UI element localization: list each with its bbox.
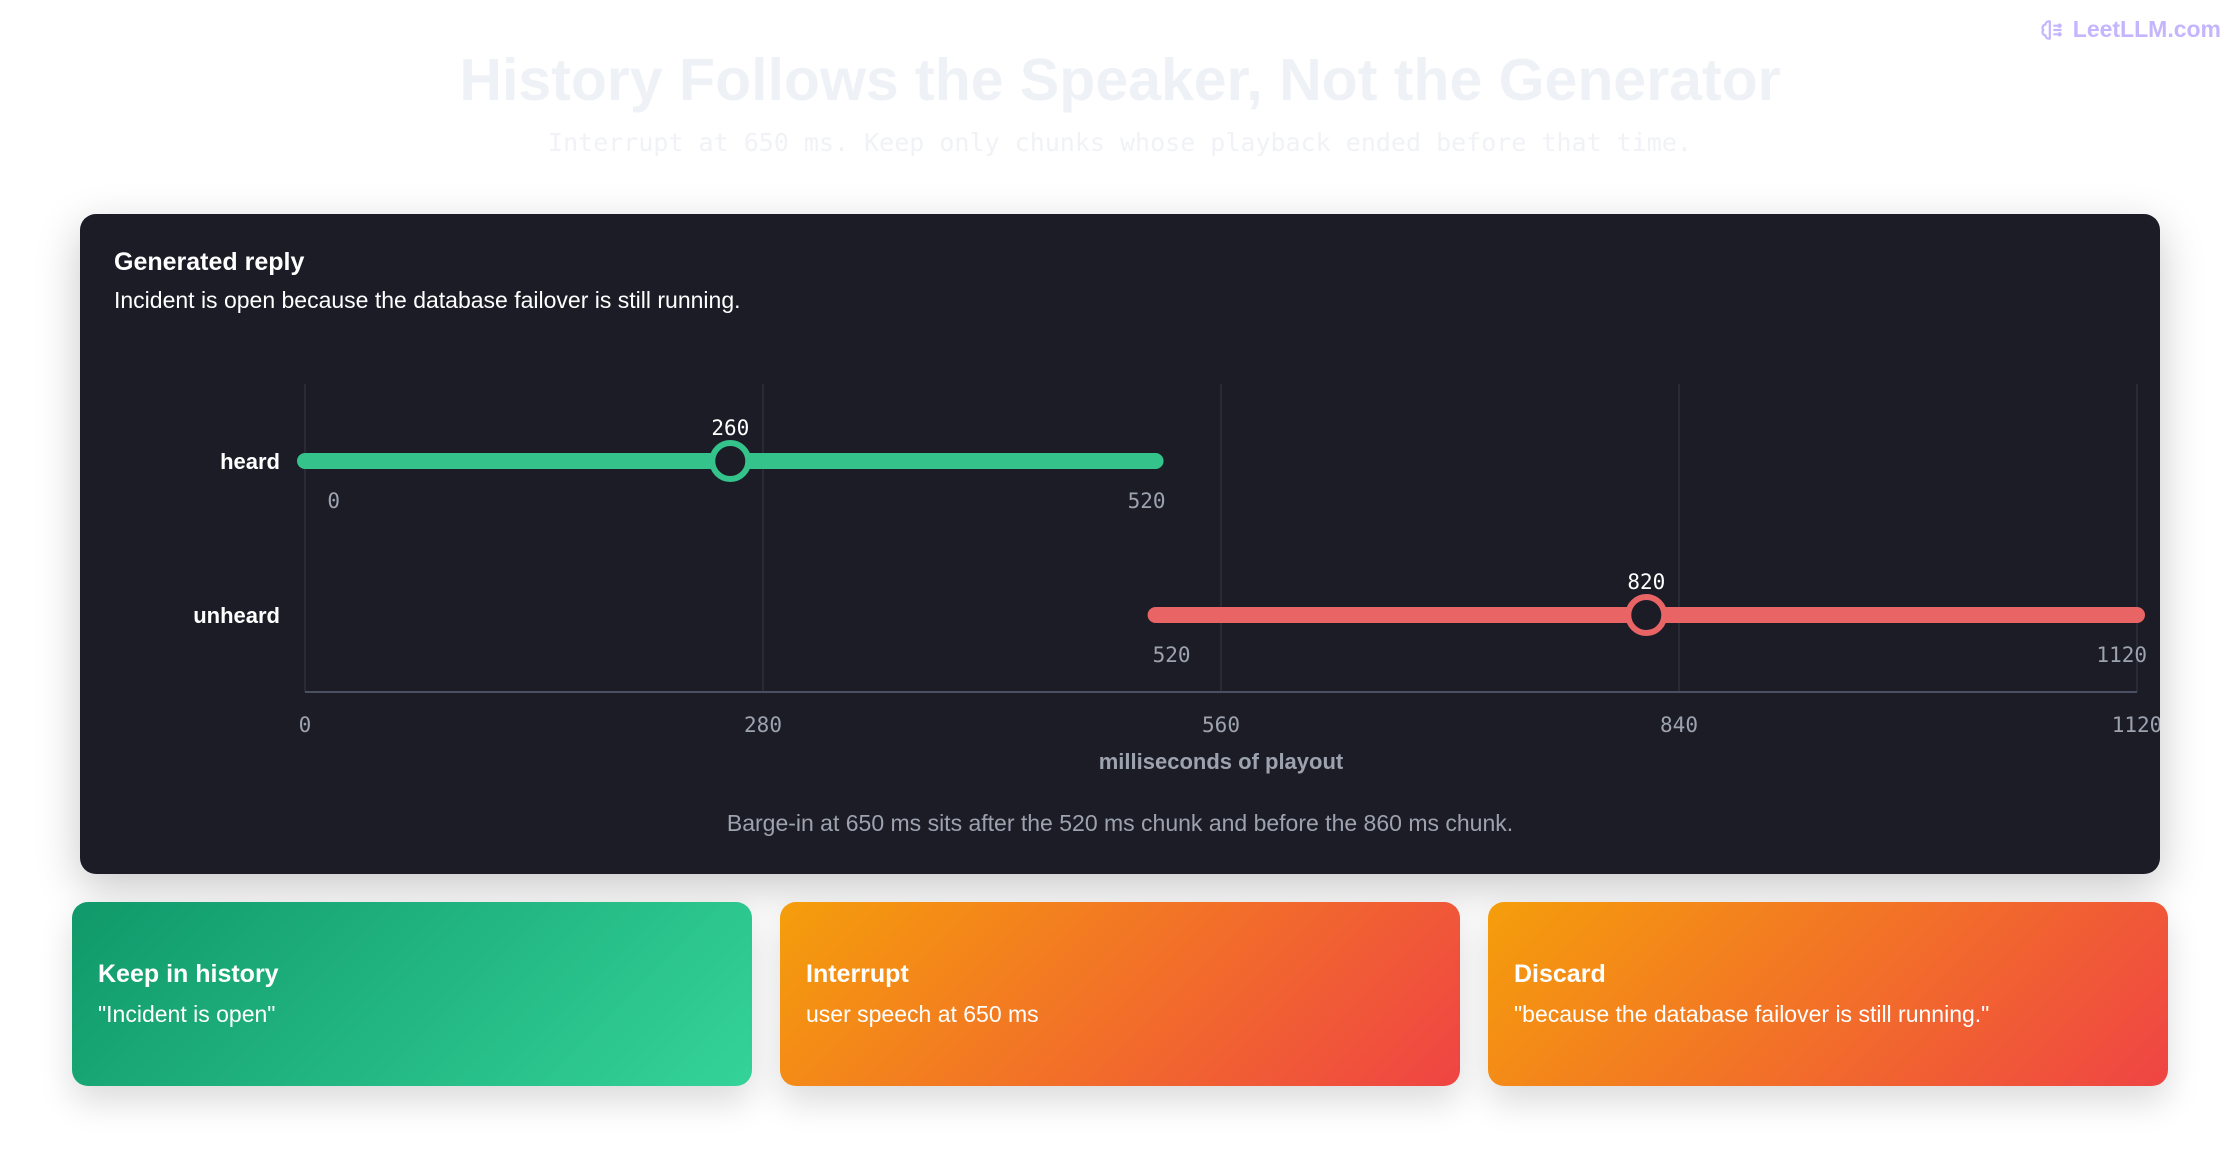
playout-timeline-chart: 0 280 560 840 1120 milliseconds of playout hea…	[193, 384, 2160, 774]
range-start-label-heard: 0	[327, 489, 340, 513]
reply-text: Incident is open because the database fa…	[114, 287, 741, 313]
page-subtitle: Interrupt at 650 ms. Keep only chunks wh…	[548, 128, 1692, 157]
reply-label: Generated reply	[114, 248, 305, 276]
x-tick-label: 1120	[2112, 713, 2160, 737]
range-end-label-unheard: 1120	[2096, 643, 2147, 667]
chart-footnote: Barge-in at 650 ms sits after the 520 ms…	[726, 810, 1514, 836]
brand-logo[interactable]: LeetLLM.com	[2039, 16, 2221, 43]
keep-card-title: Keep in history	[98, 960, 279, 988]
brain-icon	[2041, 19, 2062, 40]
marker-heard	[709, 440, 752, 482]
x-tick-label: 0	[299, 713, 312, 737]
marker-unheard	[1625, 594, 1668, 636]
series-label-heard: heard	[220, 449, 280, 474]
keep-in-history-card: Keep in history "Incident is open"	[72, 902, 752, 1086]
marker-label-unheard: 820	[1627, 570, 1665, 594]
interrupt-card-title: Interrupt	[806, 960, 909, 988]
interrupt-card: Interrupt user speech at 650 ms	[780, 902, 1460, 1086]
page-title: History Follows the Speaker, Not the Gen…	[459, 47, 1781, 113]
series-label-unheard: unheard	[193, 603, 280, 628]
discard-card-text: "because the database failover is still …	[1514, 1001, 1990, 1027]
marker-label-heard: 260	[711, 416, 749, 440]
range-end-label-heard: 520	[1128, 489, 1166, 513]
x-axis-label: milliseconds of playout	[1099, 749, 1344, 774]
x-tick-label: 280	[744, 713, 782, 737]
discard-card: Discard "because the database failover i…	[1488, 902, 2168, 1086]
range-start-label-unheard: 520	[1153, 643, 1191, 667]
discard-card-title: Discard	[1514, 960, 1606, 988]
reply-panel: Generated reply Incident is open because…	[80, 214, 2160, 874]
interrupt-card-text: user speech at 650 ms	[806, 1001, 1039, 1027]
brand-name: LeetLLM.com	[2072, 16, 2221, 42]
x-tick-label: 560	[1202, 713, 1240, 737]
keep-card-text: "Incident is open"	[98, 1001, 276, 1027]
x-tick-label: 840	[1660, 713, 1698, 737]
